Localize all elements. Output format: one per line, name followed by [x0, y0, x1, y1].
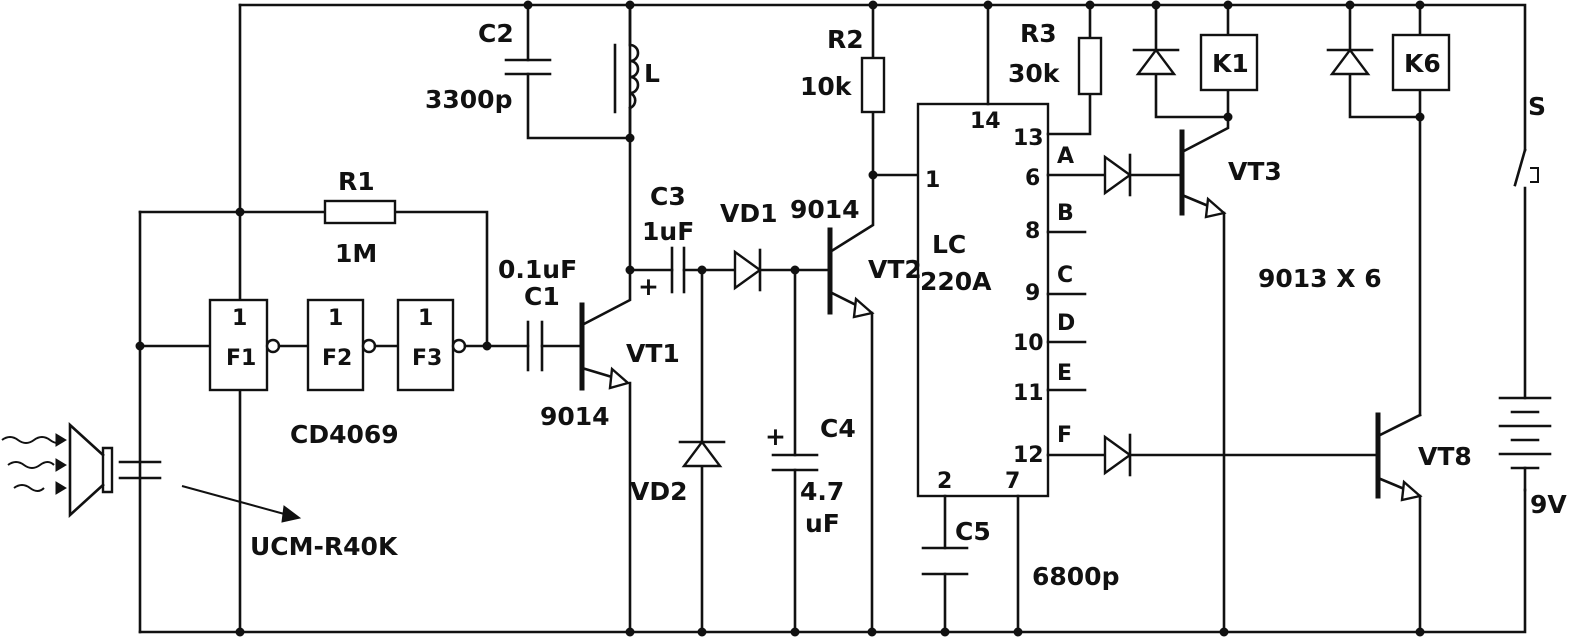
- label-f1: F1: [226, 346, 256, 371]
- label-c3-value: 1uF: [642, 217, 694, 246]
- label-l: L: [644, 59, 660, 88]
- label-vd2: VD2: [630, 477, 688, 506]
- label-vt1-part: 9014: [540, 402, 610, 431]
- output-a: A: [1057, 144, 1074, 169]
- label-c4-plus: +: [765, 422, 786, 451]
- r1-resistor: [323, 199, 397, 225]
- label-c4: C4: [820, 414, 856, 443]
- label-c3: C3: [650, 182, 686, 211]
- top-rail: [238, 3, 1527, 152]
- label-c3-plus: +: [638, 272, 659, 301]
- label-vd1: VD1: [720, 199, 778, 228]
- pin-2: 2: [937, 469, 952, 494]
- label-vt2: VT2: [868, 255, 922, 284]
- label-r2-value: 10k: [800, 72, 853, 101]
- output-e: E: [1057, 361, 1072, 386]
- label-c4-unit: uF: [805, 509, 840, 538]
- inverter-f1: [208, 298, 281, 392]
- label-r2: R2: [827, 25, 864, 54]
- output-diode-f: [1103, 433, 1133, 477]
- inverter-f3: [396, 298, 467, 392]
- output-d: D: [1057, 311, 1075, 336]
- label-r3-value: 30k: [1008, 59, 1061, 88]
- pin-6: 6: [1025, 166, 1040, 191]
- bottom-rail: [138, 488, 1527, 634]
- k6-diode-wire: [1348, 3, 1422, 119]
- vt8-transistor: [1375, 412, 1423, 634]
- relay-k1: [1199, 33, 1259, 92]
- r3-wire: [1046, 3, 1092, 136]
- c4-capacitor: [771, 268, 819, 634]
- label-c2-value: 3300p: [425, 85, 512, 114]
- output-b: B: [1057, 201, 1074, 226]
- label-vt2-part: 9014: [790, 195, 860, 224]
- label-f2-sym: 1: [328, 306, 343, 331]
- label-cd4069: CD4069: [290, 420, 399, 449]
- label-r3: R3: [1020, 19, 1057, 48]
- k1-flyback-diode: [1132, 48, 1180, 76]
- vd1-diode: [733, 248, 763, 292]
- label-f3: F3: [412, 346, 442, 371]
- vt2-transistor: [827, 173, 875, 634]
- c5-capacitor: [921, 546, 969, 576]
- label-sensor: UCM-R40K: [250, 532, 399, 561]
- c1-capacitor: [526, 320, 544, 372]
- battery-icon: [1498, 396, 1552, 492]
- label-vt3: VT3: [1228, 157, 1282, 186]
- pin-7: 7: [1005, 469, 1020, 494]
- output-diode-a: [1103, 153, 1133, 197]
- vd2-diode: [678, 268, 726, 634]
- label-f1-sym: 1: [232, 306, 247, 331]
- pin-14: 14: [970, 109, 1001, 134]
- label-c2: C2: [478, 19, 514, 48]
- label-f2: F2: [322, 346, 352, 371]
- label-k6: K6: [1404, 49, 1441, 78]
- r3-resistor: [1077, 36, 1103, 96]
- label-c5-value: 6800p: [1032, 562, 1119, 591]
- label-lc-part: 220A: [920, 267, 992, 296]
- label-c4-value: 4.7: [800, 477, 844, 506]
- lc220a-ic: [916, 102, 1050, 498]
- r2-resistor: [860, 56, 886, 114]
- label-c5: C5: [955, 517, 991, 546]
- ultrasonic-sensor-icon: [1, 210, 302, 634]
- pin-8: 8: [1025, 219, 1040, 244]
- c2-capacitor: [504, 0, 632, 140]
- relay-k6: [1391, 33, 1451, 92]
- label-f3-sym: 1: [418, 306, 433, 331]
- vt1-transistor: [579, 3, 632, 634]
- output-f: F: [1057, 423, 1072, 448]
- label-lc: LC: [932, 230, 966, 259]
- label-r1-value: 1M: [335, 239, 377, 268]
- k6-flyback-diode: [1326, 48, 1374, 76]
- label-vt1: VT1: [626, 339, 680, 368]
- label-k1: K1: [1212, 49, 1249, 78]
- pin-10: 10: [1013, 331, 1044, 356]
- label-battery: 9V: [1530, 490, 1567, 519]
- label-vt8: VT8: [1418, 442, 1472, 471]
- label-c1-value: 0.1uF: [498, 255, 577, 284]
- pin-11: 11: [1013, 381, 1044, 406]
- pin-9: 9: [1025, 281, 1040, 306]
- label-r1: R1: [338, 167, 375, 196]
- k1-diode-wire: [1154, 3, 1230, 119]
- label-transistor-note: 9013 X 6: [1258, 264, 1382, 293]
- output-c: C: [1057, 263, 1073, 288]
- label-c1: C1: [524, 282, 560, 311]
- power-switch-s: [1513, 148, 1539, 400]
- r1-wire: [138, 210, 489, 348]
- pin-12: 12: [1013, 443, 1044, 468]
- pin-13: 13: [1013, 126, 1044, 151]
- pin-1: 1: [925, 168, 940, 193]
- label-s: S: [1528, 92, 1546, 121]
- c3-capacitor: [670, 246, 686, 294]
- inductor-l: [613, 0, 640, 143]
- vt3-transistor: [1179, 115, 1230, 634]
